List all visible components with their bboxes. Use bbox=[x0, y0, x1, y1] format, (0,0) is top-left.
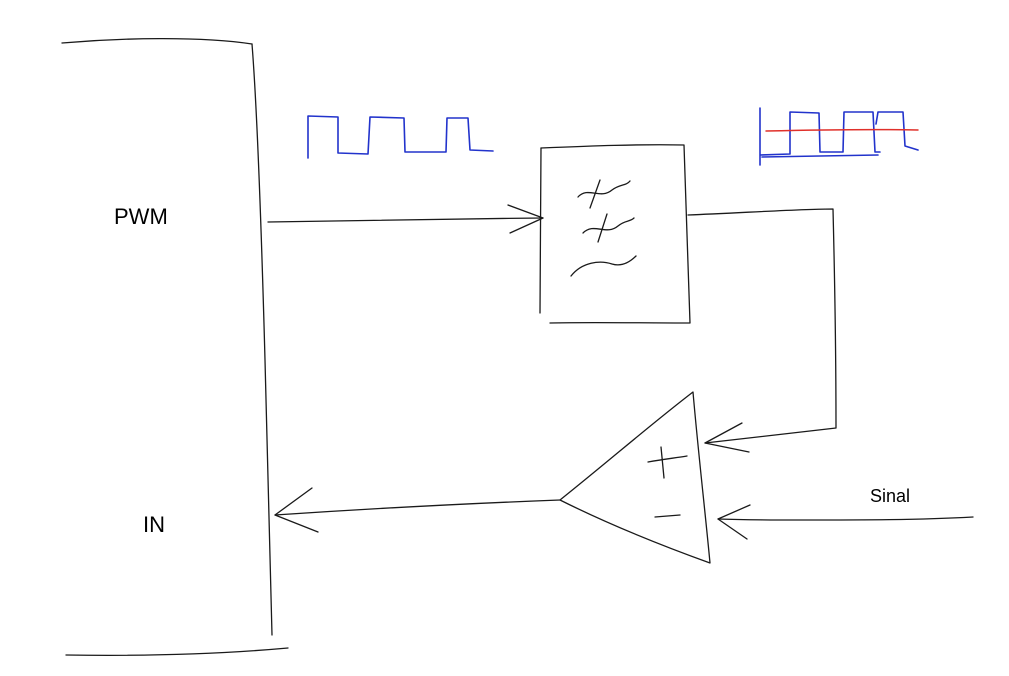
filter-symbol-slash-1 bbox=[589, 179, 601, 209]
filter-symbol-wave-3 bbox=[570, 255, 637, 277]
filter-output-wire bbox=[687, 208, 837, 444]
sinal-input: Sinal bbox=[717, 486, 974, 540]
comparator-output-wire bbox=[274, 487, 561, 533]
filtered-waveform-sketch bbox=[759, 107, 919, 166]
filter-box-outline bbox=[540, 144, 691, 324]
comparator-output-line bbox=[274, 499, 561, 516]
filtered-waveform-base bbox=[761, 154, 879, 158]
low-pass-filter bbox=[539, 144, 691, 324]
comparator-minus-sign bbox=[654, 514, 681, 518]
filter-symbol-wave-1 bbox=[577, 180, 631, 198]
comparator-plus-sign bbox=[647, 446, 688, 479]
microcontroller-block: PWM IN bbox=[61, 37, 289, 656]
pwm-signal-line bbox=[267, 204, 544, 234]
filter-box-left-edge bbox=[539, 147, 542, 314]
mcu-top-edge bbox=[61, 37, 253, 45]
filtered-waveform-blue bbox=[759, 107, 919, 166]
mcu-right-edge bbox=[251, 43, 273, 636]
comparator-minus-arrowhead bbox=[717, 504, 751, 540]
pwm-line-arrowhead bbox=[507, 204, 544, 234]
mcu-bottom-edge bbox=[65, 647, 289, 656]
pwm-line bbox=[267, 217, 544, 223]
average-level-line bbox=[765, 128, 919, 132]
comparator bbox=[559, 391, 711, 564]
sinal-wire bbox=[717, 516, 974, 521]
in-arrowhead bbox=[274, 487, 319, 533]
filtered-signal-wire bbox=[687, 208, 837, 453]
sinal-label: Sinal bbox=[870, 486, 910, 506]
filter-symbol-slash-2 bbox=[597, 213, 608, 243]
filter-symbol-wave-2 bbox=[582, 217, 635, 234]
in-label: IN bbox=[143, 512, 165, 537]
pwm-label: PWM bbox=[114, 204, 168, 229]
comparator-triangle bbox=[559, 391, 711, 564]
comparator-plus-arrowhead bbox=[704, 422, 750, 453]
pwm-waveform bbox=[307, 115, 494, 159]
